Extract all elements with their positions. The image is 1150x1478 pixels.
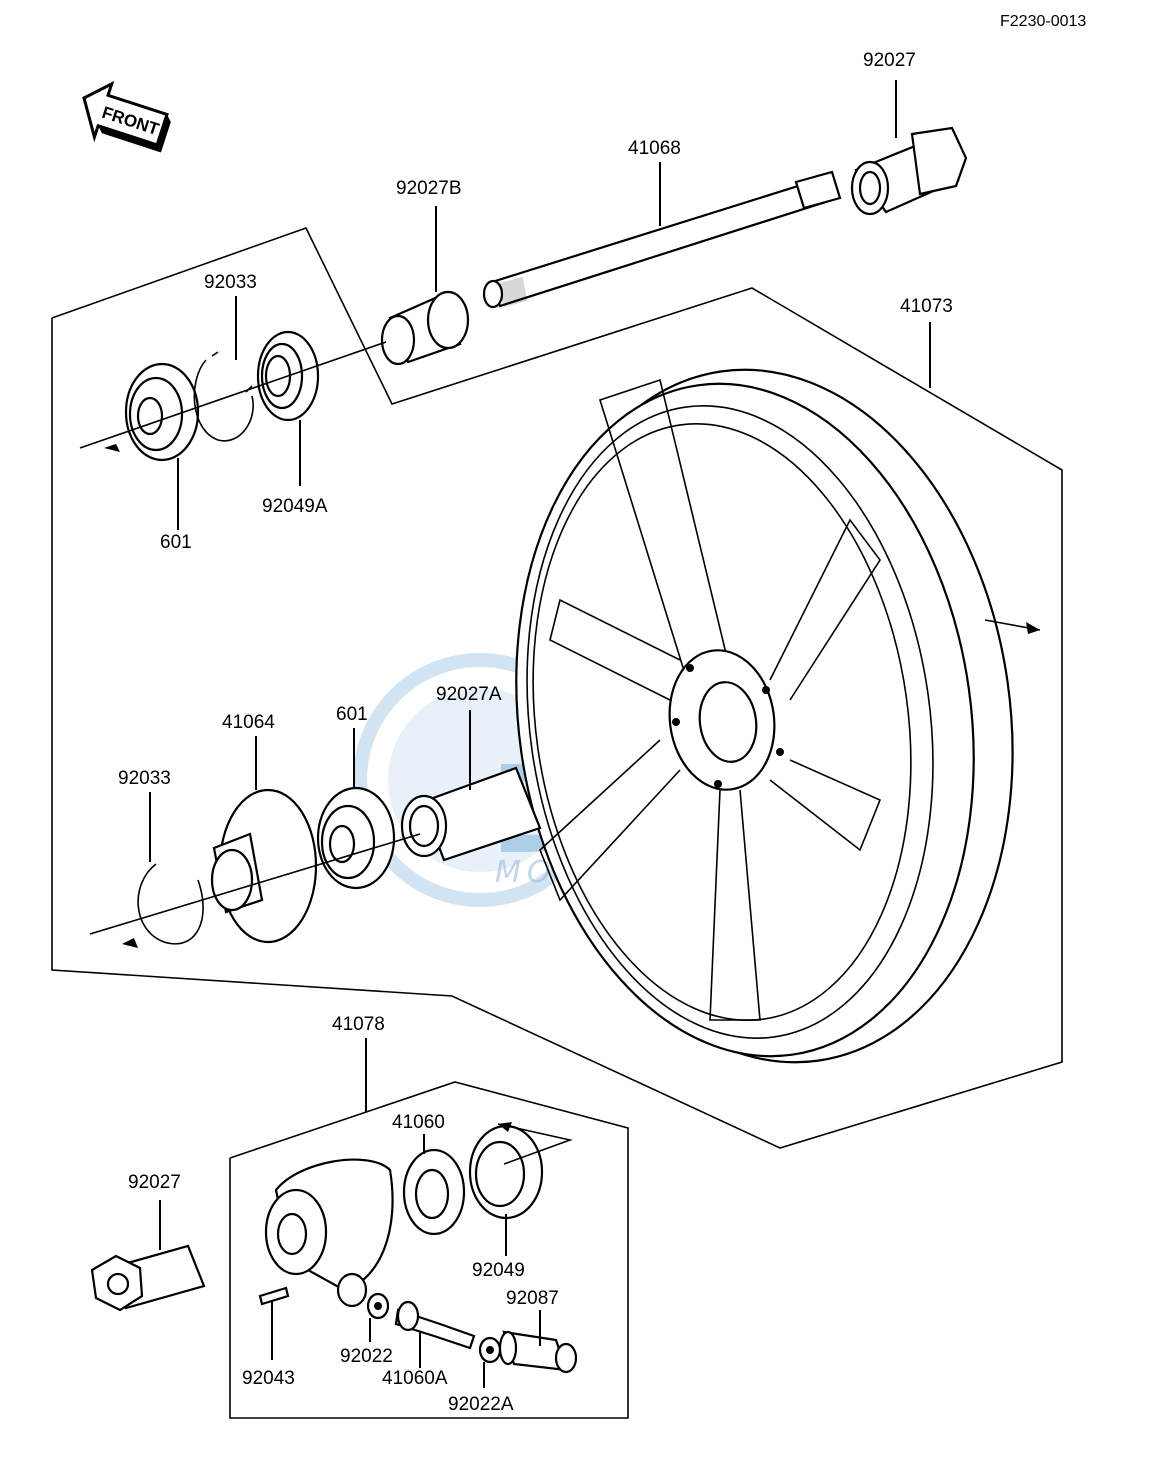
callout-oil-seal: 92049: [472, 1260, 525, 1281]
callout-pinion: 41060A: [382, 1368, 448, 1389]
collar-b: [380, 206, 470, 366]
collar-a: [400, 710, 542, 862]
callout-circlip-mid: 92033: [118, 768, 171, 789]
axle-nut-bottom: [90, 1200, 206, 1312]
bushing: [498, 1310, 578, 1374]
axis-line-top: [79, 341, 387, 452]
group-outlines: [51, 227, 1063, 1419]
pin: [258, 1286, 290, 1360]
callout-bearing-top: 601: [160, 532, 192, 553]
callout-coupling: 41064: [222, 712, 275, 733]
callout-oil-seal-a: 92049A: [262, 496, 328, 517]
coupling: [210, 736, 318, 944]
callout-washer: 92022: [340, 1346, 393, 1367]
axis-line-bottom: [497, 1122, 573, 1165]
callout-axle-nut-bottom: 92027: [128, 1172, 181, 1193]
gear-housing: [264, 1158, 394, 1308]
washer-a: [478, 1336, 502, 1388]
callout-drive-gear: 41060: [392, 1112, 445, 1133]
callout-bushing: 92087: [506, 1288, 559, 1309]
callout-circlip-top: 92033: [204, 272, 257, 293]
callout-speedo-gearbox: 41078: [332, 1014, 385, 1035]
axle: [482, 162, 842, 309]
bearing-mid: [316, 728, 396, 890]
callout-axle: 41068: [628, 138, 681, 159]
front-arrow-icon: FRONT: [82, 80, 171, 153]
pinion: [394, 1300, 476, 1368]
oil-seal: [468, 1124, 544, 1256]
callout-washer-a: 92022A: [448, 1394, 514, 1415]
axle-nut-top: [850, 80, 968, 216]
callout-bearing-mid: 601: [336, 704, 368, 725]
callout-collar-a: 92027A: [436, 684, 502, 705]
drive-gear: [402, 1134, 466, 1236]
circlip-mid: [137, 792, 204, 945]
wheel: [515, 322, 1014, 1064]
diagram-code: F2230-0013: [1000, 13, 1086, 30]
axis-line-mid: [89, 833, 421, 948]
callout-wheel: 41073: [900, 296, 953, 317]
oil-seal-a: [256, 330, 320, 486]
washer: [366, 1292, 390, 1342]
callout-axle-nut-top: 92027: [863, 50, 916, 71]
bearing-top: [124, 362, 200, 530]
direction-arrow-right: [984, 619, 1041, 634]
circlip-top: [193, 296, 254, 442]
callout-pin: 92043: [242, 1368, 295, 1389]
callout-collar-b: 92027B: [396, 178, 462, 199]
